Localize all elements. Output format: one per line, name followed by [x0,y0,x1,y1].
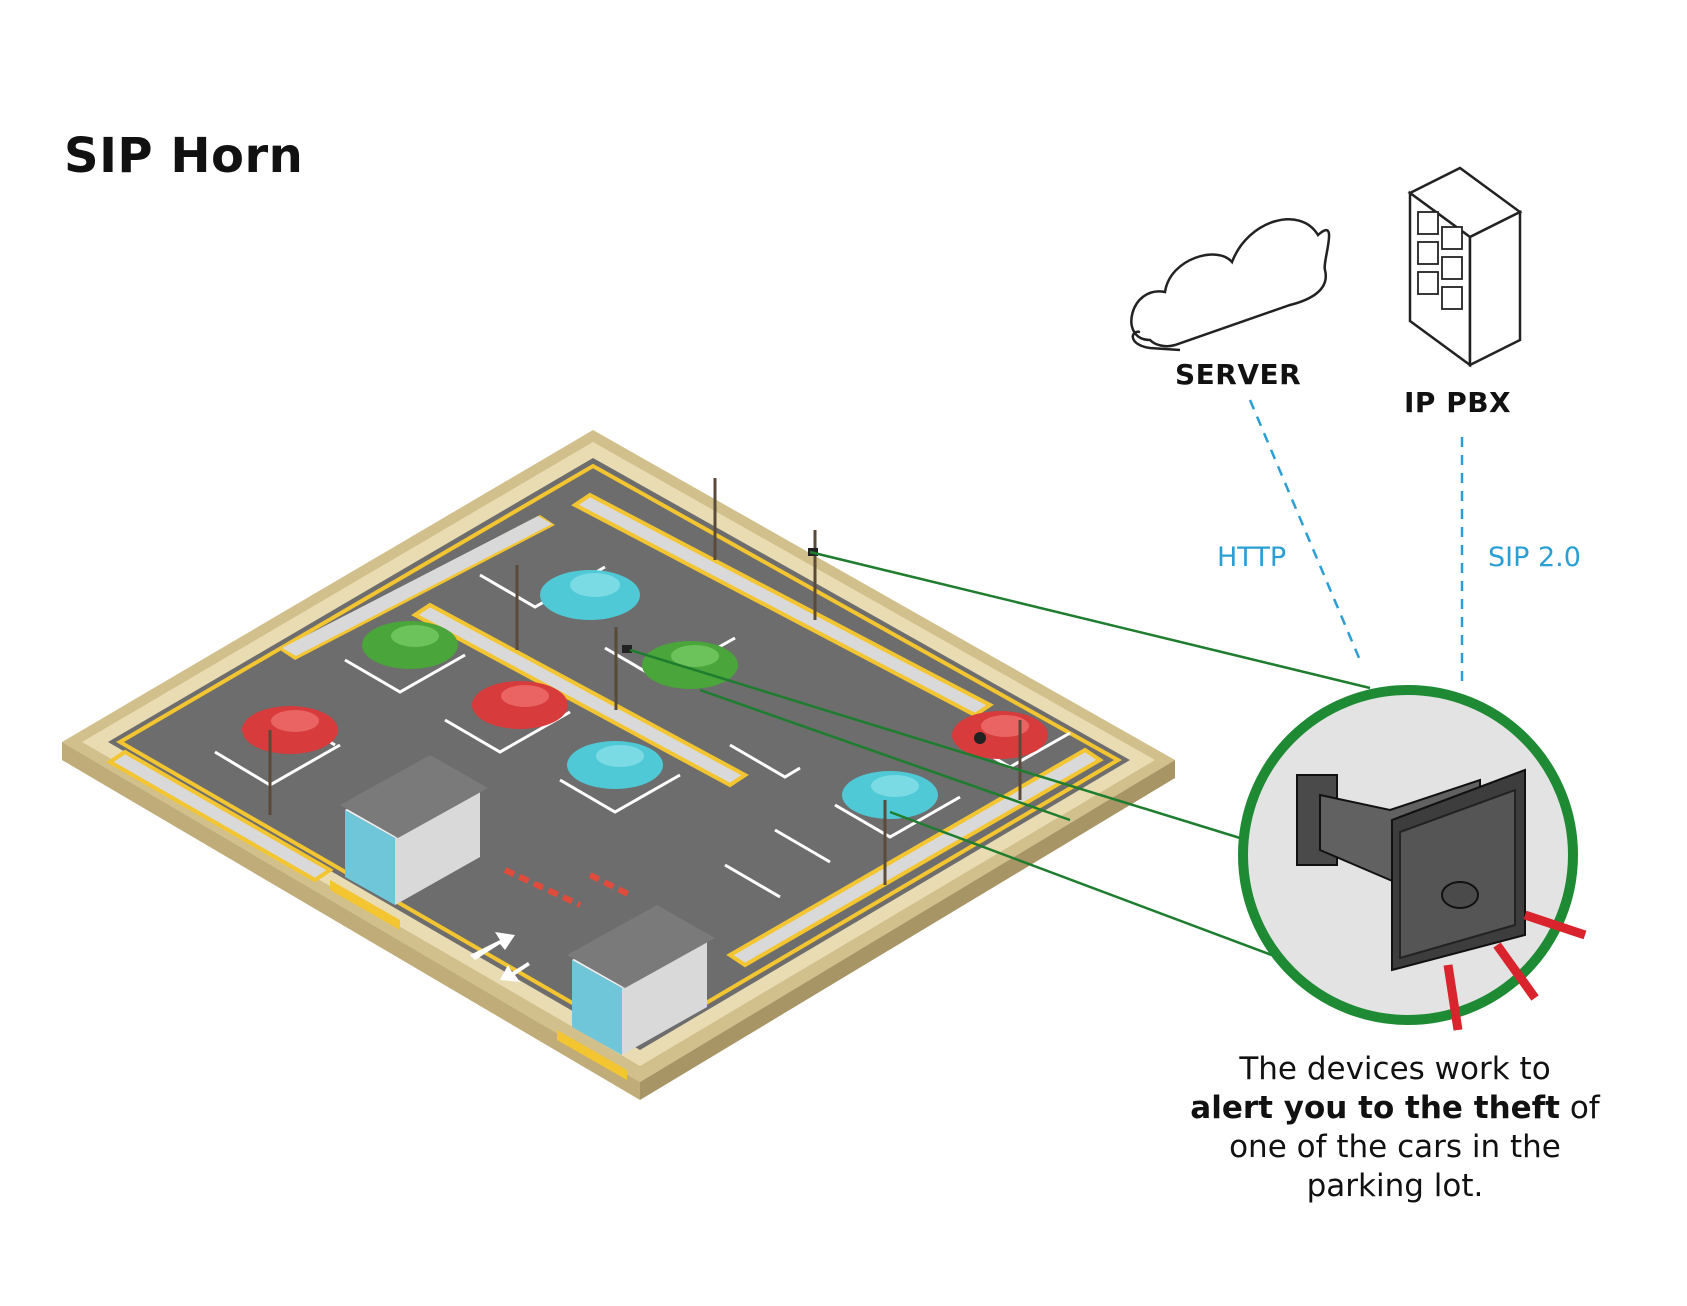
caption-after-bold: of [1559,1090,1600,1126]
caption-line-2: alert you to the theft of [1155,1089,1635,1128]
cloud-icon [1130,218,1331,352]
car-red [472,681,568,729]
horn-callout [1238,685,1587,1031]
car-green-target [642,641,738,689]
server-label: SERVER [1175,358,1302,391]
caption-line-4: parking lot. [1306,1168,1484,1204]
alert-marks [1443,910,1587,1031]
horn-speaker-icon [1296,768,1526,972]
ippbx-label: IP PBX [1404,386,1512,419]
http-link [1248,399,1364,666]
car-cyan [842,771,938,819]
page-title: SIP Horn [64,128,304,184]
horn-device [622,645,632,653]
car-red-stolen [952,711,1048,759]
car-red [242,706,338,754]
server-rack-icon [1407,166,1523,368]
horn-link-lines [629,550,1371,962]
toll-booth [330,755,488,930]
parking-lot-illustration [62,430,1175,1100]
caption-line-3: one of the cars in the [1229,1129,1561,1165]
sip-label: SIP 2.0 [1488,542,1581,573]
car-cyan [540,570,640,620]
car-green [362,621,458,669]
http-label: HTTP [1217,542,1287,573]
caption: The devices work to alert you to the the… [1155,1050,1635,1206]
car-cyan [567,741,663,789]
caption-line-1: The devices work to [1239,1051,1551,1087]
caption-bold: alert you to the theft [1190,1090,1560,1126]
toll-booth [557,905,715,1080]
